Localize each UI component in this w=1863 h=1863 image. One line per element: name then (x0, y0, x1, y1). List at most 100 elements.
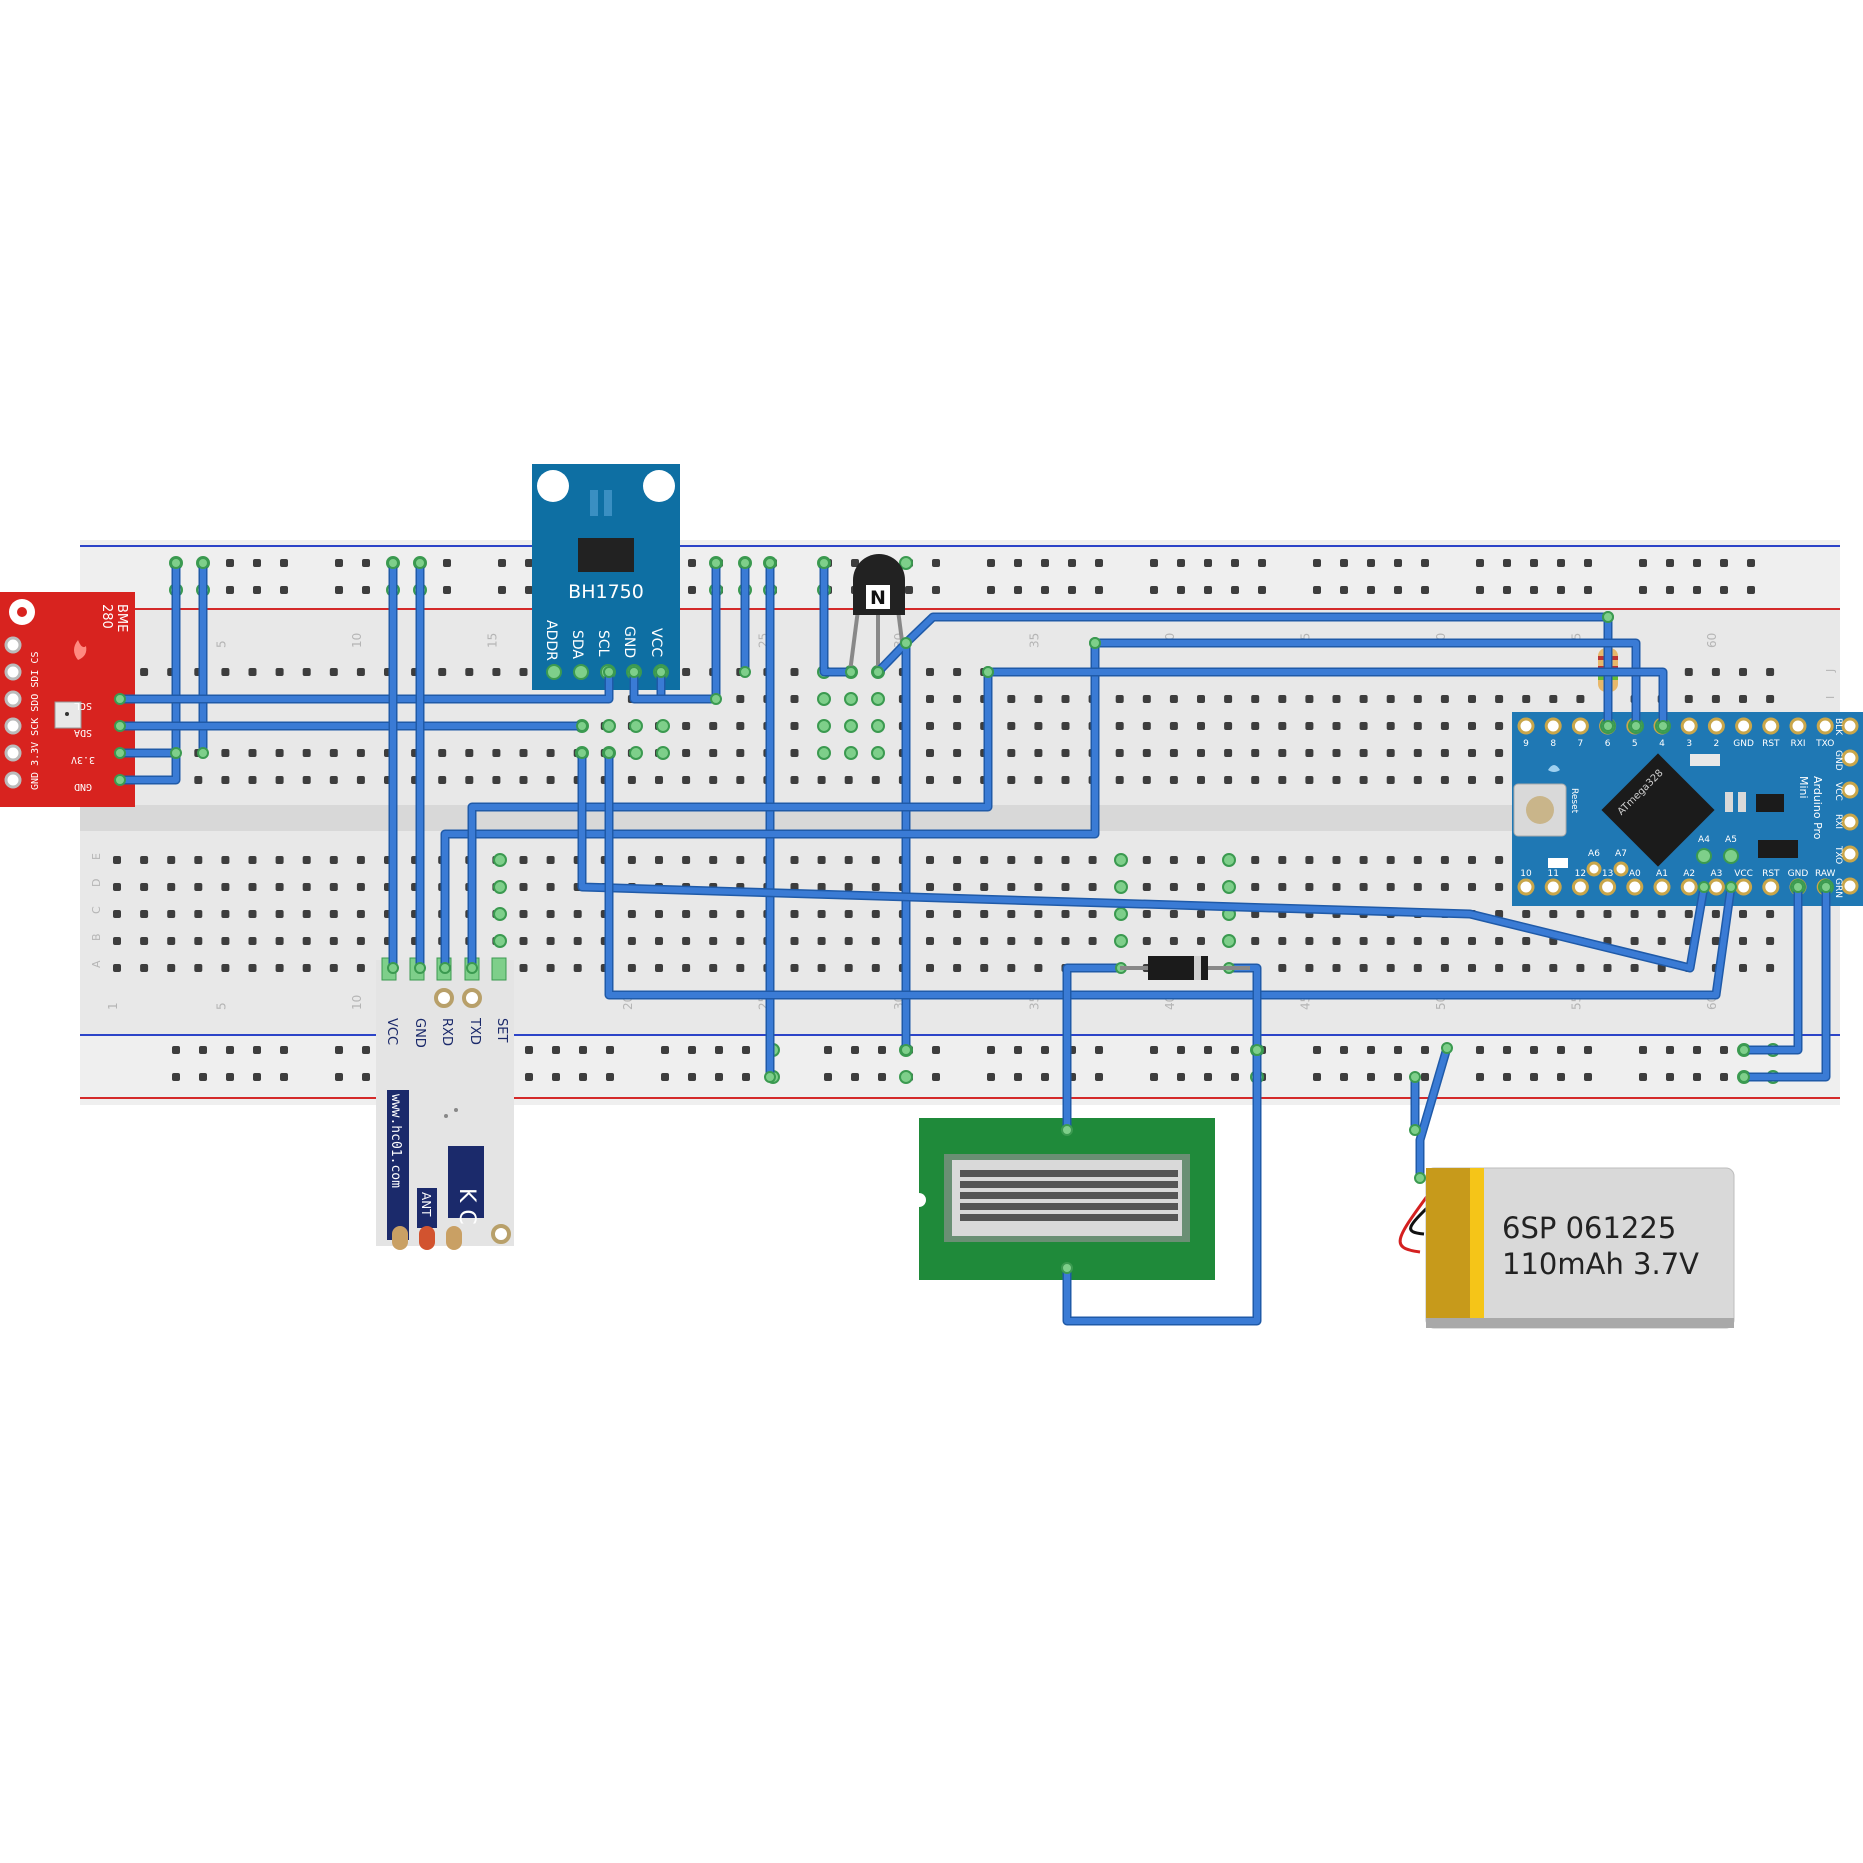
breadboard-hole (953, 668, 962, 676)
rail-hole (1177, 1073, 1185, 1081)
connected-hole (817, 692, 831, 706)
breadboard-hole (1440, 964, 1449, 972)
hc12-header-pin (491, 957, 507, 981)
breadboard-hole (953, 910, 962, 918)
breadboard-hole (1332, 749, 1341, 757)
breadboard-hole (1007, 856, 1016, 864)
rail-hole (1150, 559, 1158, 567)
rail-hole (552, 1046, 560, 1054)
wire (1064, 965, 1124, 1133)
rail-hole (1367, 1046, 1375, 1054)
breadboard-hole (140, 964, 149, 972)
arduino-right-pin (1841, 845, 1859, 863)
breadboard-hole (953, 749, 962, 757)
rail-hole (280, 586, 288, 594)
arduino-top-pin-label: RST (1762, 739, 1780, 749)
breadboard-hole (1169, 883, 1178, 891)
wire-end (900, 1044, 912, 1056)
breadboard-hole (1197, 910, 1205, 918)
wire-end (1441, 1042, 1453, 1054)
rail-hole (1503, 559, 1511, 567)
rail-hole (362, 586, 370, 594)
column-number: 5 (214, 1002, 228, 1010)
breadboard-hole (356, 910, 365, 918)
wire-end (197, 557, 209, 569)
breadboard-hole (221, 937, 230, 945)
rail-hole (1584, 1046, 1592, 1054)
arduino-bottom-pin-label: A1 (1656, 869, 1668, 879)
wire-end (1061, 1124, 1073, 1136)
rail-hole (1177, 559, 1185, 567)
breadboard-hole (627, 856, 636, 864)
breadboard-hole (546, 964, 555, 972)
rail-hole (1693, 1046, 1701, 1054)
breadboard-hole (1440, 776, 1449, 784)
breadboard-hole (194, 856, 203, 864)
breadboard-hole (140, 883, 149, 891)
breadboard-hole (1088, 937, 1097, 945)
breadboard-hole (709, 722, 718, 730)
breadboard-hole (1332, 722, 1341, 730)
reset-button-cap[interactable] (1526, 796, 1554, 824)
breadboard-hole (980, 964, 989, 972)
breadboard-hole (519, 937, 528, 945)
hc12-pin-vcc: VCC (384, 1018, 399, 1045)
arduino-right-pin-label: TXO (1833, 845, 1843, 864)
breadboard-hole (790, 722, 799, 730)
bh1750-title: BH1750 (568, 581, 644, 603)
rail-hole (253, 1046, 261, 1054)
wire-end (982, 666, 994, 678)
wire (117, 669, 612, 702)
arduino-right-pin (1841, 877, 1859, 895)
breadboard-hole (1576, 695, 1585, 703)
breadboard-hole (465, 776, 474, 784)
breadboard-hole (356, 883, 365, 891)
breadboard-hole (1495, 722, 1504, 730)
rail-hole (851, 1073, 859, 1081)
breadboard-hole (1359, 776, 1368, 784)
hc12-url: www.hc01.com (388, 1094, 403, 1188)
solar-strips (960, 1170, 1178, 1221)
rail-hole (226, 1073, 234, 1081)
rail-hole (1693, 1073, 1701, 1081)
breadboard-hole (1278, 856, 1287, 864)
breadboard-hole (871, 964, 880, 972)
breadboard-hole (546, 856, 555, 864)
hc12-logo-icon: K C (454, 1188, 479, 1225)
breadboard-hole (438, 776, 447, 784)
breadboard-hole (1224, 722, 1233, 730)
rail-hole (715, 1046, 723, 1054)
connected-hole (817, 746, 831, 760)
breadboard-hole (844, 776, 853, 784)
rail-hole (1639, 586, 1647, 594)
rail-hole (1231, 1073, 1239, 1081)
breadboard-hole (1305, 883, 1314, 891)
wire-end (603, 747, 615, 759)
connected-hole (1114, 880, 1128, 894)
breadboard-hole (790, 964, 799, 972)
connected-hole (1222, 853, 1236, 867)
breadboard-hole (1332, 964, 1341, 972)
breadboard-hole (1034, 695, 1043, 703)
wire-end (1725, 881, 1737, 893)
breadboard-hole (519, 749, 528, 757)
arduino-right-pin-label: BLK (1833, 718, 1843, 736)
breadboard-hole (1549, 964, 1558, 972)
breadboard-hole (817, 937, 826, 945)
breadboard-hole (844, 856, 853, 864)
rail-hole (1584, 559, 1592, 567)
breadboard-hole (1522, 695, 1531, 703)
bme280-side-pins: GND 3.3V SCK SDO SDI CS (30, 652, 41, 790)
rail-hole (1394, 559, 1402, 567)
row-letter: C (90, 906, 103, 914)
diode-band (1194, 956, 1201, 980)
arduino-right-pin (1841, 813, 1859, 831)
rail-hole (552, 1073, 560, 1081)
breadboard-hole (953, 856, 962, 864)
rail-hole (1313, 559, 1321, 567)
breadboard-hole (682, 722, 691, 730)
hc12-hole (434, 988, 454, 1008)
rail-hole (362, 1073, 370, 1081)
light-sensor-window (590, 490, 598, 516)
